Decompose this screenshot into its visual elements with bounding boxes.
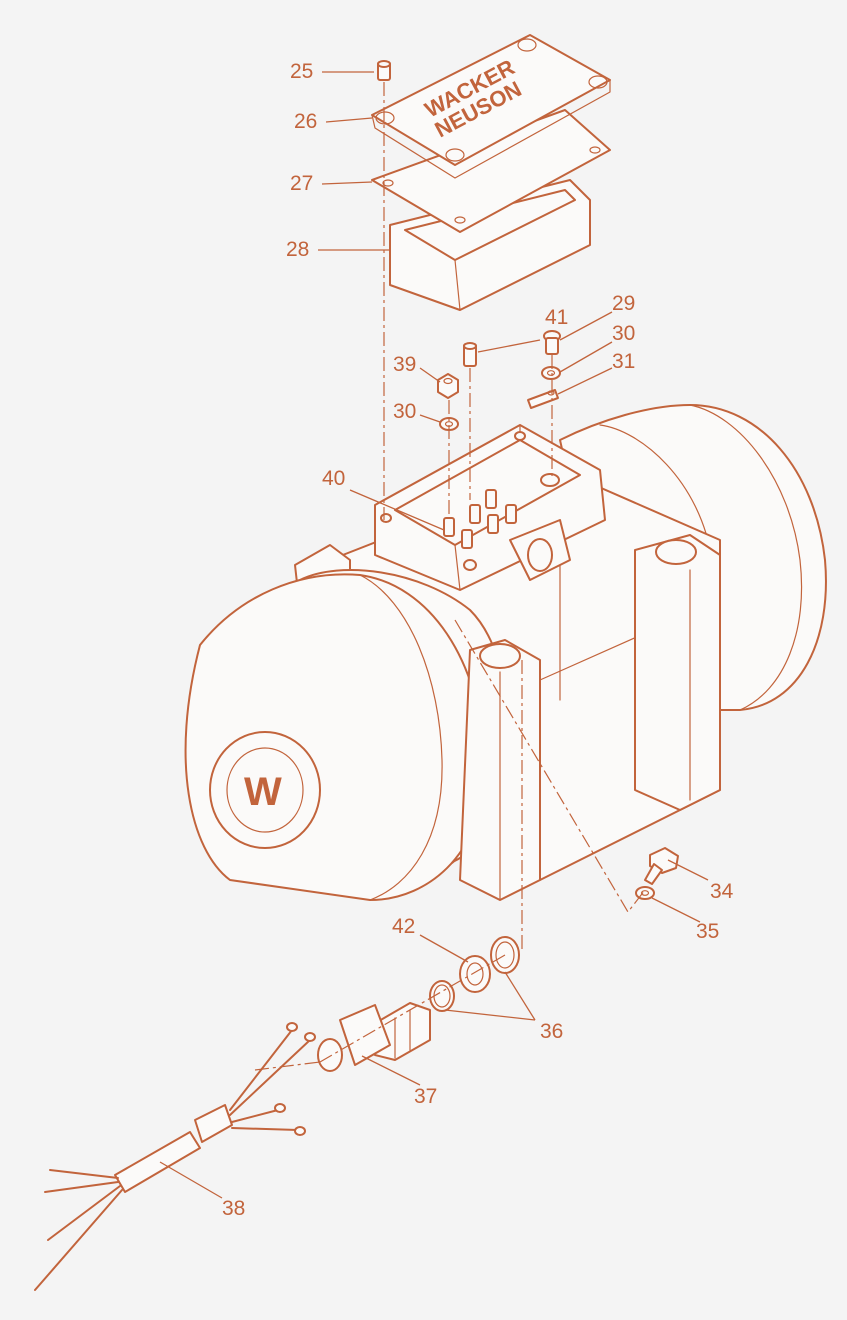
screw-29 (543, 330, 561, 355)
callout-38: 38 (222, 1197, 246, 1220)
callout-26: 26 (294, 110, 318, 133)
leader-lines (159, 71, 709, 1199)
bolt-34 (644, 847, 679, 885)
right-mounting-post (634, 534, 721, 811)
screw-41 (463, 342, 477, 367)
terminal-box-base (374, 424, 606, 591)
callout-35: 35 (696, 920, 720, 943)
callout-34: 34 (710, 880, 734, 903)
callout-28: 28 (286, 238, 310, 261)
lock-tab-31 (527, 389, 559, 409)
callout-42: 42 (392, 915, 416, 938)
callout-27: 27 (290, 172, 314, 195)
callout-39: 39 (393, 353, 417, 376)
callout-30b: 30 (393, 400, 417, 423)
washer-30-right (541, 366, 561, 380)
terminal-studs (443, 489, 517, 549)
callout-40: 40 (322, 467, 346, 490)
callout-25: 25 (290, 60, 314, 83)
front-motor-cap: W (184, 573, 487, 901)
logo-letter: W (244, 770, 282, 814)
callout-41: 41 (545, 306, 569, 329)
cable-gland-37 (317, 1002, 431, 1072)
cable-38 (34, 1022, 316, 1291)
bushing-42 (459, 955, 491, 993)
screw-25 (377, 60, 391, 81)
callout-30a: 30 (612, 322, 636, 345)
callout-31: 31 (612, 350, 636, 373)
callout-29: 29 (612, 292, 636, 315)
front-mounting-post (459, 639, 541, 901)
assembly-center-lines (254, 82, 646, 1071)
callout-37: 37 (414, 1085, 438, 1108)
top-cover: WACKER NEUSON (371, 34, 611, 179)
nut-39 (437, 373, 459, 399)
callout-36: 36 (540, 1020, 564, 1043)
